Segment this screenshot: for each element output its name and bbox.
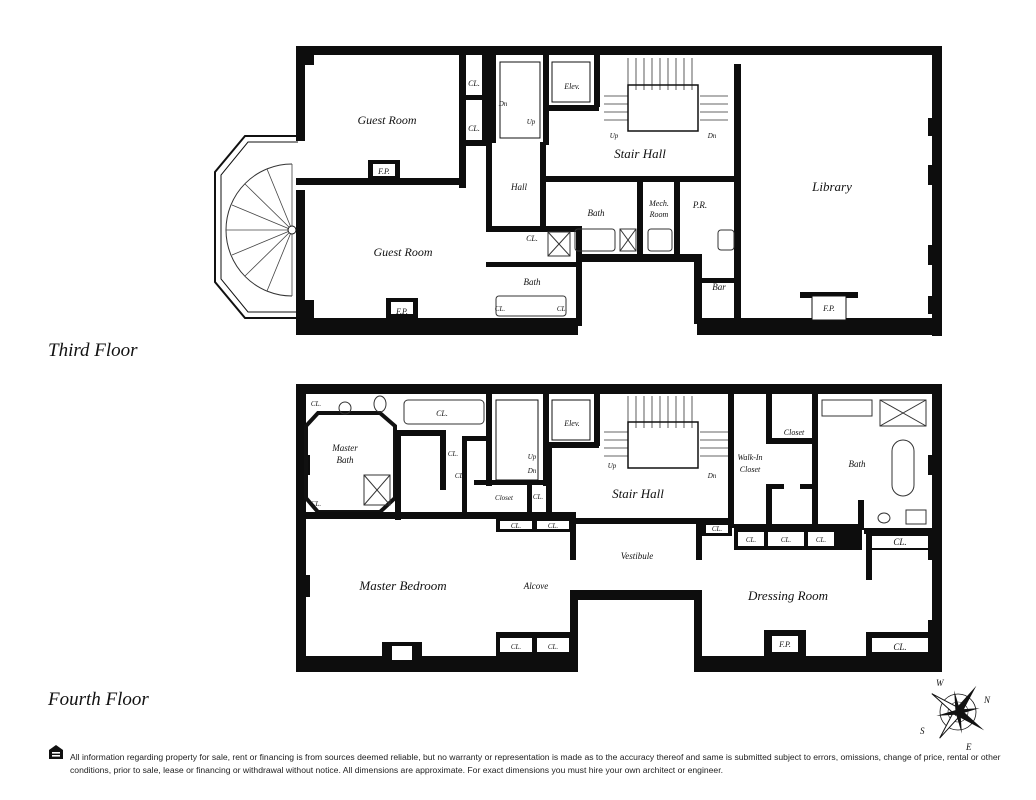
disclaimer-text: All information regarding property for s… xyxy=(70,752,1001,775)
third-cl-5-label: CL. xyxy=(557,305,568,313)
fourth-floor-plan: CL. CL. CL. CL. CL. CL. CL. CL. CL. CL. … xyxy=(296,384,942,672)
third-cl-2-label: CL. xyxy=(468,124,480,133)
fourth-walk-in-label-1: Walk-In xyxy=(737,453,762,462)
fourth-up-1-label: Up xyxy=(528,453,537,461)
third-hall-label: Hall xyxy=(510,182,528,192)
fourth-cl-p-label: CL. xyxy=(893,642,906,652)
third-floor-title: Third Floor xyxy=(48,340,138,361)
third-dn-1-label: Dn xyxy=(498,100,508,108)
fourth-cl-n-label: CL. xyxy=(816,536,827,544)
third-dn-2-label: Dn xyxy=(707,132,717,140)
fourth-cl-o-label: CL. xyxy=(893,537,906,547)
third-floor-main-stairs xyxy=(604,58,728,121)
fourth-cl-c-label: CL. xyxy=(436,409,448,418)
fourth-cl-b-label: CL. xyxy=(311,500,322,508)
fourth-floor-main-stairs xyxy=(604,396,728,457)
compass-e-label: E xyxy=(965,742,972,752)
third-pr-label: P.R. xyxy=(692,200,707,210)
fourth-stair-hall-label: Stair Hall xyxy=(612,486,664,501)
compass-s-label: S xyxy=(920,726,925,736)
fourth-alcove-label: Alcove xyxy=(523,581,548,591)
third-fp-library-label: F.P. xyxy=(822,304,835,313)
fourth-cl-l-label: CL. xyxy=(746,536,757,544)
fourth-cl-f-label: CL. xyxy=(533,493,544,501)
third-fp-1-label: F.P. xyxy=(377,167,390,176)
fourth-cl-j-label: CL. xyxy=(548,643,559,651)
third-up-2-label: Up xyxy=(610,132,619,140)
fourth-elev-label: Elev. xyxy=(563,419,580,428)
fourth-walk-in-label-2: Closet xyxy=(740,465,761,474)
fourth-cl-a-label: CL. xyxy=(311,400,322,408)
fourth-cl-i-label: CL. xyxy=(511,643,522,651)
fourth-master-bath-label-1: Master xyxy=(331,443,358,453)
third-mech-label-1: Mech. xyxy=(648,199,669,208)
third-bath-1-label: Bath xyxy=(588,208,605,218)
compass-w-label: W xyxy=(936,678,945,688)
fourth-vestibule-label: Vestibule xyxy=(621,551,654,561)
third-elev-label: Elev. xyxy=(563,82,580,91)
fourth-up-2-label: Up xyxy=(608,462,617,470)
fourth-cl-g-label: CL. xyxy=(511,522,522,530)
third-mech-label-2: Room xyxy=(649,210,669,219)
third-cl-3-label: CL. xyxy=(526,234,538,243)
third-fp-2-label: F.P. xyxy=(395,307,408,316)
fourth-floor-title: Fourth Floor xyxy=(48,689,149,710)
third-library-label: Library xyxy=(811,179,852,194)
third-cl-4-label: CL. xyxy=(495,305,506,313)
third-up-1-label: Up xyxy=(527,118,536,126)
equal-housing-icon xyxy=(49,745,63,759)
compass-n-label: N xyxy=(983,695,991,705)
fourth-master-bath-label-2: Bath xyxy=(337,455,354,465)
fourth-cl-h-label: CL. xyxy=(548,522,559,530)
fourth-cl-k-label: CL. xyxy=(712,525,723,533)
third-cl-1-label: CL. xyxy=(468,79,480,88)
third-guest-room-1-label: Guest Room xyxy=(358,113,417,127)
third-stair-hall-label: Stair Hall xyxy=(614,146,666,161)
fourth-dn-1-label: Dn xyxy=(527,467,537,475)
third-bath-2-label: Bath xyxy=(524,277,541,287)
compass-rose: W N S E xyxy=(920,678,991,752)
fourth-cl-d-label: CL. xyxy=(448,450,459,458)
fourth-cl-m-label: CL. xyxy=(781,536,792,544)
third-floor-plan: Guest Room Guest Room F.P. F.P. F.P. CL.… xyxy=(214,46,942,336)
fourth-closet-2-label: Closet xyxy=(784,428,805,437)
third-floor-bay-spiral-stair xyxy=(214,135,298,319)
fourth-dn-2-label: Dn xyxy=(707,472,717,480)
fourth-fp-dressing-label: F.P. xyxy=(778,640,791,649)
third-guest-room-2-label: Guest Room xyxy=(374,245,433,259)
fourth-cl-e-label: CL. xyxy=(455,472,466,480)
third-bar-label: Bar xyxy=(712,282,726,292)
fourth-dressing-room-label: Dressing Room xyxy=(747,588,828,603)
fourth-bath-label: Bath xyxy=(849,459,866,469)
fourth-closet-1-label: Closet xyxy=(495,494,514,502)
fourth-master-bedroom-label: Master Bedroom xyxy=(358,578,446,593)
